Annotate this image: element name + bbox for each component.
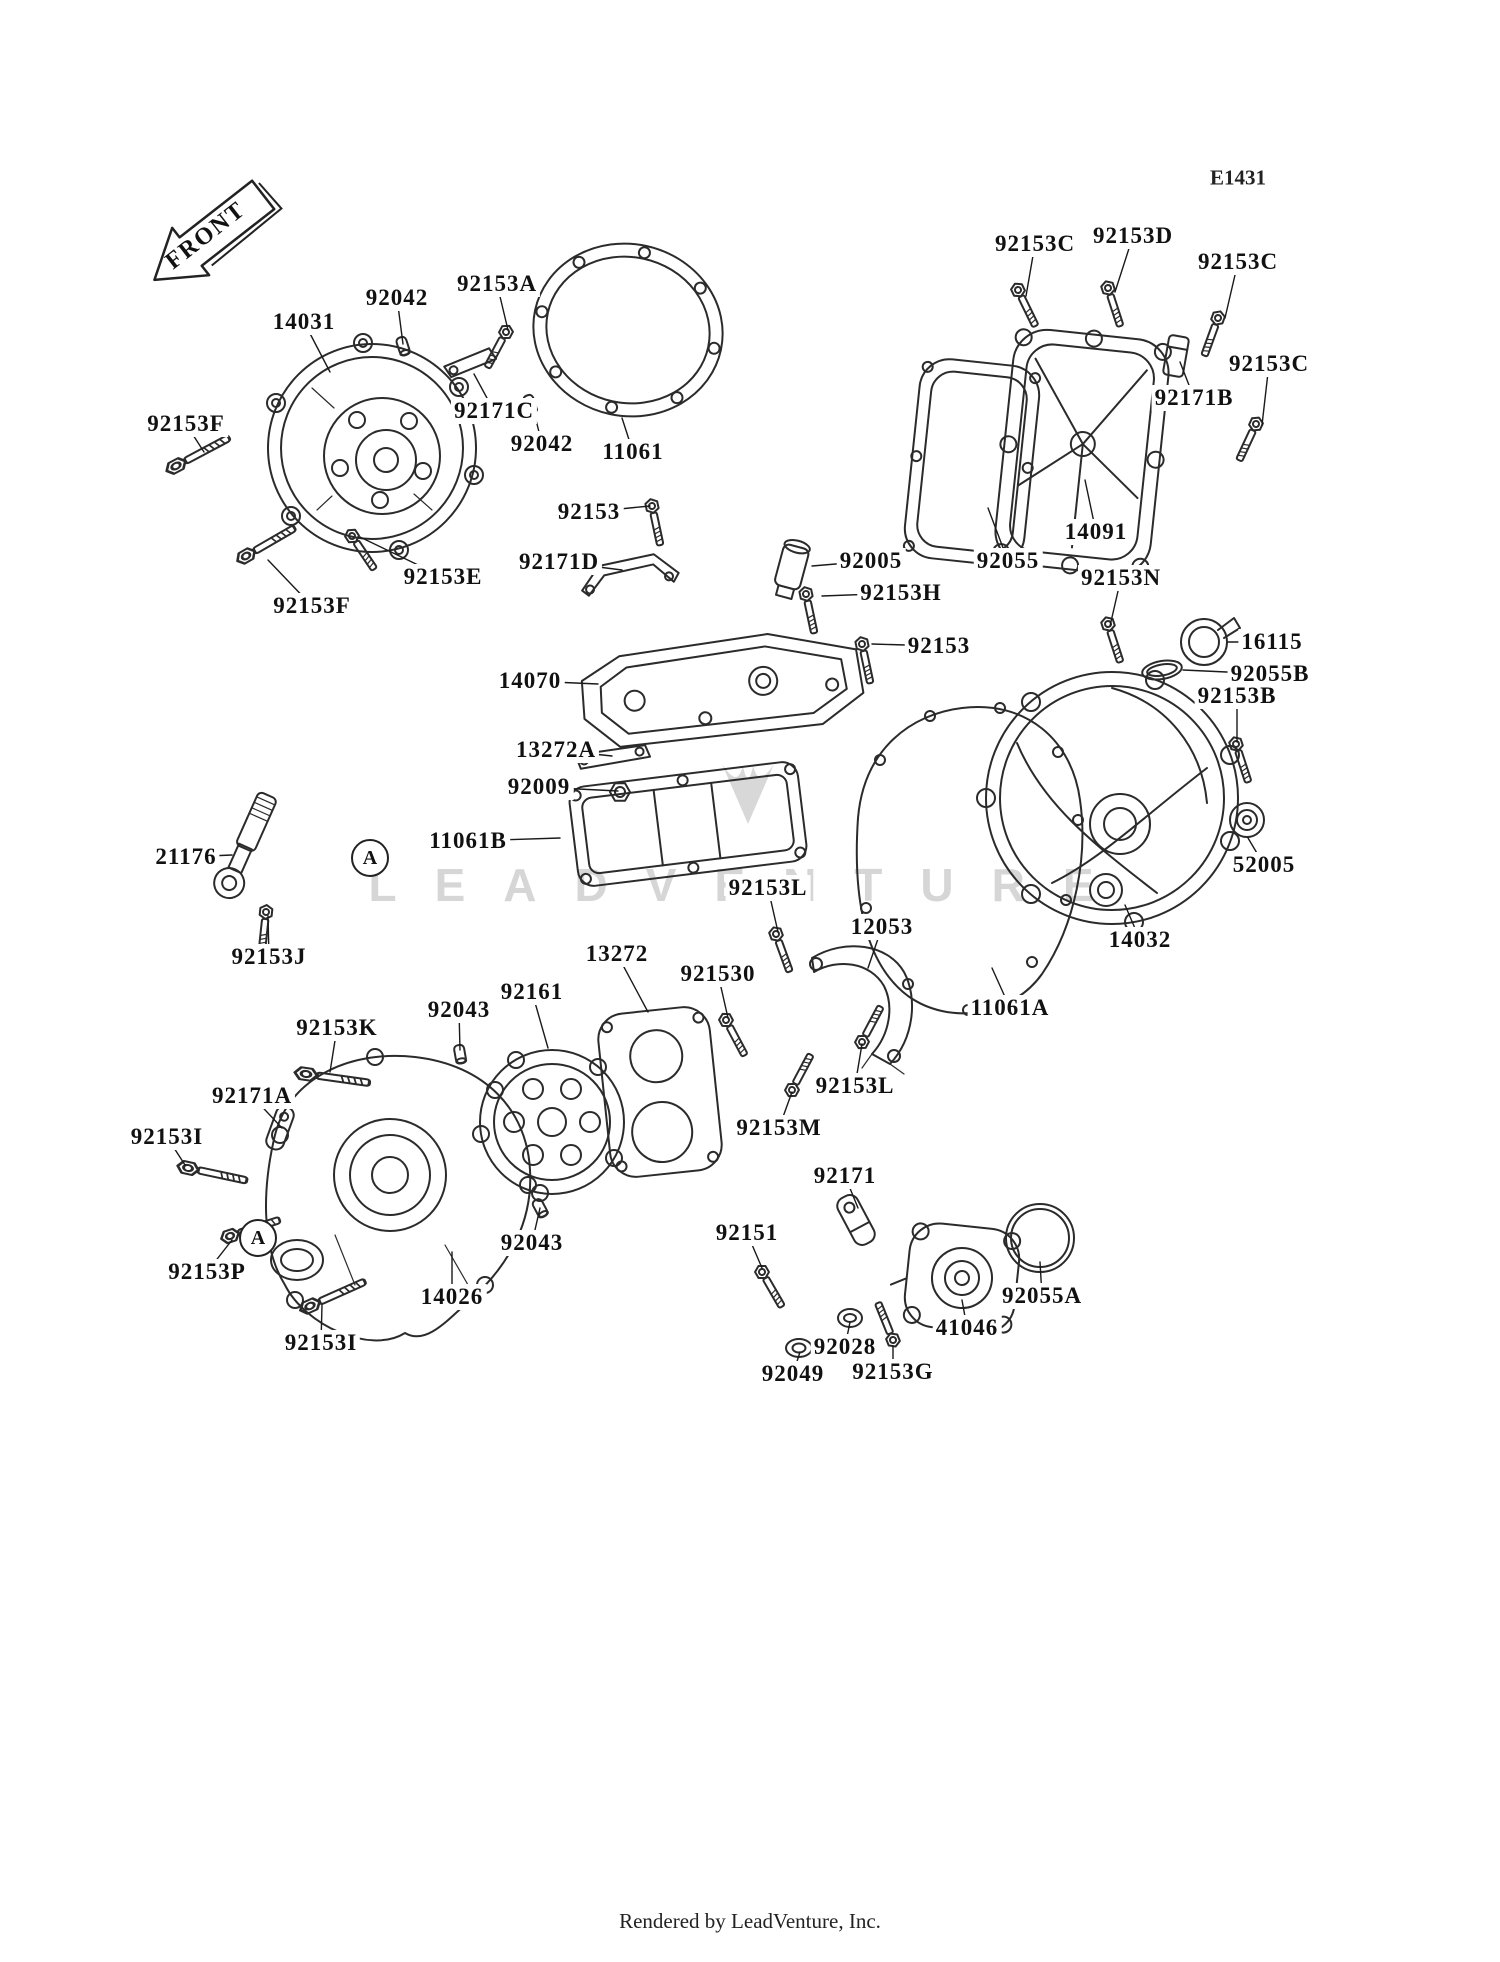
part-label-92153: 92153 — [554, 499, 624, 525]
part-label-92153d: 92153D — [1089, 223, 1177, 249]
part-label-11061: 11061 — [599, 439, 667, 465]
part-label-13272: 13272 — [582, 941, 652, 967]
drawing-92005-fitting — [774, 538, 811, 600]
part-label-92153p: 92153P — [165, 1259, 249, 1285]
part-label-52005: 52005 — [1229, 852, 1299, 878]
drawing-14031-generator-cover — [266, 333, 484, 560]
drawing-12053-guard — [809, 945, 914, 1075]
part-label-14070: 14070 — [495, 668, 565, 694]
part-label-92153i: 92153I — [281, 1330, 361, 1356]
part-label-92153b: 92153B — [1194, 683, 1280, 709]
part-label-92171b: 92171B — [1151, 385, 1237, 411]
part-label-92153k: 92153K — [293, 1015, 381, 1041]
part-label-92153c: 92153C — [991, 231, 1079, 257]
part-label-92153h: 92153H — [857, 580, 945, 606]
callout-circle-a: A — [351, 839, 389, 877]
drawing-92009-nut — [609, 782, 631, 802]
drawing-14091-breather-cover — [992, 328, 1172, 576]
drawing-13272-plate — [597, 1006, 723, 1178]
part-label-92153: 92153 — [904, 633, 974, 659]
part-label-92042: 92042 — [507, 431, 577, 457]
part-label-92153c: 92153C — [1194, 249, 1282, 275]
part-label-92153i: 92153I — [127, 1124, 207, 1150]
callout-circle-a: A — [239, 1219, 277, 1257]
part-label-92153n: 92153N — [1077, 565, 1165, 591]
part-label-92171a: 92171A — [208, 1083, 296, 1109]
drawing-92055-gasket — [902, 358, 1042, 566]
part-label-92151: 92151 — [712, 1220, 782, 1246]
part-label-41046: 41046 — [932, 1315, 1002, 1341]
part-label-92043: 92043 — [424, 997, 494, 1023]
part-label-92028: 92028 — [810, 1334, 880, 1360]
part-label-92153a: 92153A — [453, 271, 541, 297]
drawing-92161-cover — [472, 1049, 625, 1202]
drawing-14032-clutch-cover — [976, 670, 1240, 932]
part-label-13272a: 13272A — [512, 737, 600, 763]
part-label-14091: 14091 — [1061, 519, 1131, 545]
part-label-92042: 92042 — [362, 285, 432, 311]
part-label-92005: 92005 — [836, 548, 906, 574]
drawing-52005-sight-glass — [1229, 802, 1265, 838]
part-label-92153m: 92153M — [733, 1115, 825, 1141]
front-arrow-shape — [153, 179, 283, 282]
part-label-92055: 92055 — [973, 548, 1043, 574]
part-label-92153l: 92153L — [812, 1073, 898, 1099]
part-label-11061a: 11061A — [967, 995, 1053, 1021]
part-label-92161: 92161 — [497, 979, 567, 1005]
drawing-92171b-clamp — [1162, 334, 1190, 378]
part-label-92043: 92043 — [497, 1230, 567, 1256]
part-label-92153f: 92153F — [270, 593, 354, 619]
part-label-92153l: 92153L — [725, 875, 811, 901]
part-label-92153c: 92153C — [1225, 351, 1313, 377]
page-code: E1431 — [1209, 165, 1267, 190]
part-label-21176: 21176 — [152, 844, 220, 870]
drawing-92171d-bracket — [581, 553, 680, 597]
drawing-14026-cover — [265, 1048, 537, 1342]
part-label-92055b: 92055B — [1227, 661, 1313, 687]
part-label-92009: 92009 — [504, 774, 574, 800]
part-label-92049: 92049 — [758, 1361, 828, 1387]
part-label-92171c: 92171C — [450, 398, 538, 424]
part-label-92153f: 92153F — [144, 411, 228, 437]
drawing-11061-gasket — [532, 242, 724, 418]
footer-credit: Rendered by LeadVenture, Inc. — [619, 1909, 881, 1933]
drawing-92055b-oring — [1141, 659, 1183, 681]
front-direction-arrow: FRONT — [110, 170, 300, 310]
part-label-16115: 16115 — [1238, 629, 1306, 655]
drawing-11061a-gasket — [855, 702, 1084, 1016]
part-label-921530: 921530 — [677, 961, 759, 987]
part-label-14026: 14026 — [417, 1284, 487, 1310]
part-label-92171: 92171 — [810, 1163, 880, 1189]
part-label-11061b: 11061B — [426, 828, 510, 854]
part-label-14031: 14031 — [269, 309, 339, 335]
part-label-92153g: 92153G — [849, 1359, 937, 1385]
part-label-14032: 14032 — [1105, 927, 1175, 953]
drawing-14070-breather-body — [580, 633, 865, 748]
drawing-92171-bracket — [836, 1194, 876, 1246]
part-label-92171d: 92171D — [515, 549, 603, 575]
part-label-92153j: 92153J — [228, 944, 310, 970]
drawing-11061b-gasket — [568, 761, 808, 887]
part-label-92055a: 92055A — [998, 1283, 1086, 1309]
part-label-12053: 12053 — [847, 914, 917, 940]
part-label-92153e: 92153E — [400, 564, 486, 590]
drawing-16115-oil-cap — [1180, 617, 1241, 666]
drawing-21176-sensor — [213, 791, 277, 900]
